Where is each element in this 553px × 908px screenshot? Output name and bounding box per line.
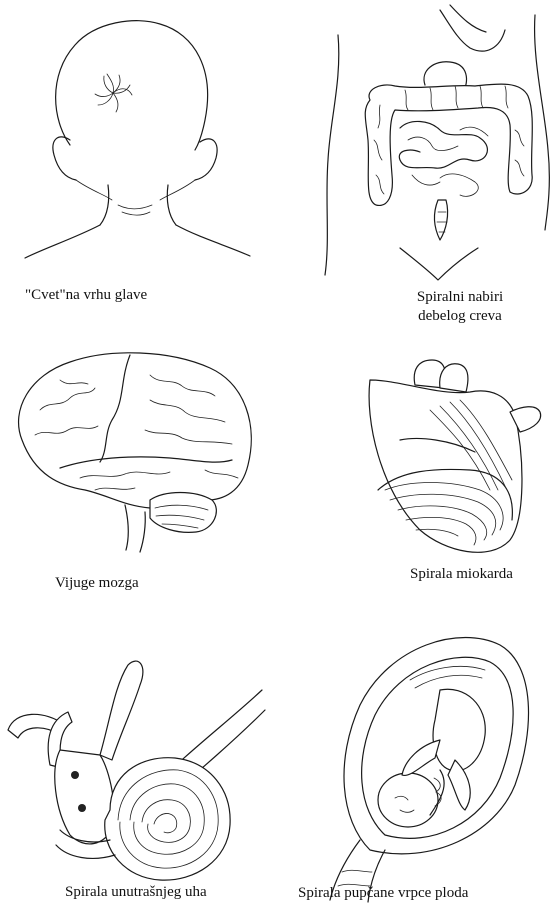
caption-colon-line1: Spiralni nabiri (380, 288, 540, 307)
caption-ear: Spirala unutrašnjeg uha (65, 883, 275, 902)
head-whorl-illustration: "Cvet"na vrhu glave (0, 0, 270, 330)
caption-head: "Cvet"na vrhu glave (25, 286, 225, 305)
caption-fetus: Spirala pupčane vrpce ploda (298, 884, 548, 903)
colon-illustration: Spiralni nabiri debelog creva (300, 0, 553, 340)
fetus-umbilical-cord-drawing (290, 610, 553, 908)
small-intestine-coils (399, 121, 488, 196)
brain-illustration: Vijuge mozga (0, 340, 290, 600)
caption-brain: Vijuge mozga (55, 574, 215, 593)
heart-illustration: Spirala miokarda (340, 340, 553, 600)
inner-ear-illustration: Spirala unutrašnjeg uha (0, 630, 290, 908)
head-back-view-drawing (0, 0, 270, 330)
fetus-illustration: Spirala pupčane vrpce ploda (290, 610, 553, 908)
brain-drawing (0, 340, 290, 600)
hair-whorl (95, 74, 132, 112)
caption-heart: Spirala miokarda (410, 565, 550, 584)
caption-colon-line2: debelog creva (380, 307, 540, 326)
cochlea-drawing (0, 630, 290, 908)
heart-myocardium-drawing (340, 340, 553, 600)
